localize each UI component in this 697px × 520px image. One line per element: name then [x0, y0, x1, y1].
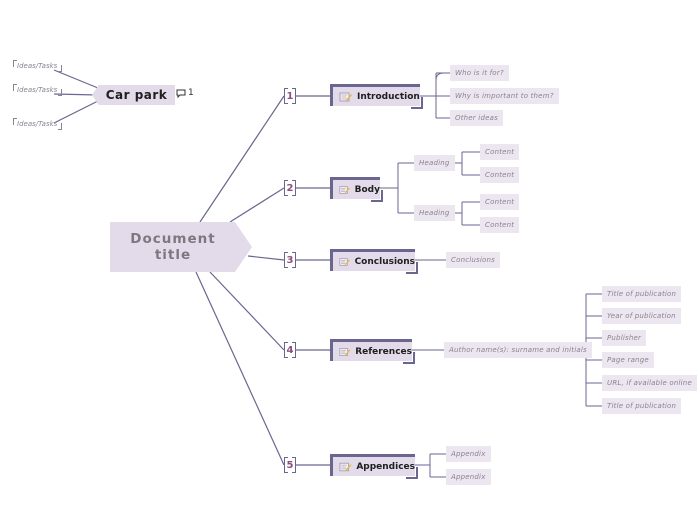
subtopic-label: Title of publication	[607, 290, 677, 298]
subtopic-label: Publisher	[607, 334, 642, 342]
subtopic-label: Conclusions	[451, 256, 495, 264]
topic-number-badge: 1	[284, 88, 296, 104]
subtopic-label: Year of publication	[607, 312, 676, 320]
notes-icon	[339, 347, 351, 356]
root-node[interactable]: Document title	[110, 222, 252, 272]
car-park-tag[interactable]: Ideas/Tasks	[13, 60, 63, 72]
tag-label: Ideas/Tasks	[17, 62, 58, 70]
connector-root-5	[195, 271, 285, 466]
topic-conclusions[interactable]: Conclusions	[330, 249, 418, 274]
subtopic-heading[interactable]: Heading	[414, 155, 455, 171]
subtopic-content[interactable]: Content	[480, 217, 520, 233]
comment-indicator[interactable]: 1	[176, 88, 194, 98]
car-park-node[interactable]: Car park	[92, 85, 175, 105]
subtopic[interactable]: Appendix	[446, 469, 491, 485]
subtopic-label: Appendix	[451, 450, 486, 458]
connector-root-1	[199, 95, 285, 223]
subtopic-label: URL, if available online	[607, 379, 692, 387]
connector-root-3	[247, 255, 285, 261]
subtopic-detail[interactable]: URL, if available online	[602, 375, 697, 391]
subtopic-content[interactable]: Content	[480, 144, 520, 160]
subtopic-label: Heading	[419, 209, 450, 217]
topic-label: Body	[354, 184, 380, 195]
subtopic-label: Heading	[419, 159, 450, 167]
subtopic-heading[interactable]: Heading	[414, 205, 455, 221]
topic-number-badge: 5	[284, 457, 296, 473]
topic-body[interactable]: Body	[330, 177, 383, 202]
topic-number-badge: 4	[284, 342, 296, 358]
subtopic-content[interactable]: Content	[480, 167, 520, 183]
topic-number-badge: 2	[284, 180, 296, 196]
topic-appendices[interactable]: Appendices	[330, 454, 418, 479]
subtopic-detail[interactable]: Title of publication	[602, 398, 682, 414]
subtopic[interactable]: Other ideas	[450, 110, 503, 126]
comment-icon	[176, 89, 186, 98]
topic-label: Introduction	[357, 91, 420, 102]
subtopic-detail[interactable]: Year of publication	[602, 308, 681, 324]
car-park-tag[interactable]: Ideas/Tasks	[13, 84, 63, 96]
subtopic-label: Content	[485, 171, 515, 179]
topic-introduction[interactable]: Introduction	[330, 84, 423, 109]
tag-label: Ideas/Tasks	[17, 86, 58, 94]
notes-icon	[339, 462, 352, 471]
topic-number-badge: 3	[284, 252, 296, 268]
subtopic[interactable]: Who is it for?	[450, 65, 509, 81]
subtopic[interactable]: Why is important to them?	[450, 88, 559, 104]
connector-root-2	[229, 187, 285, 223]
car-park-tag[interactable]: Ideas/Tasks	[13, 118, 63, 130]
subtopic[interactable]: Appendix	[446, 446, 491, 462]
comment-count: 1	[188, 88, 194, 98]
tag-label: Ideas/Tasks	[17, 120, 58, 128]
topic-references[interactable]: References	[330, 339, 415, 364]
topic-label: Appendices	[356, 461, 415, 472]
notes-icon	[339, 92, 352, 101]
subtopic-label: Other ideas	[455, 114, 498, 122]
connector-root-4	[209, 271, 285, 351]
subtopic-detail[interactable]: Title of publication	[602, 286, 682, 302]
topic-label: References	[355, 346, 412, 357]
subtopic-label: Title of publication	[607, 402, 677, 410]
subtopic-content[interactable]: Content	[480, 194, 520, 210]
subtopic-label: Author name(s): surname and initials	[449, 346, 587, 354]
subtopic-detail[interactable]: Publisher	[602, 330, 647, 346]
subtopic-detail[interactable]: Page range	[602, 352, 654, 368]
notes-icon	[339, 185, 350, 194]
subtopic-label: Content	[485, 148, 515, 156]
notes-icon	[339, 257, 350, 266]
subtopic-label: Page range	[607, 356, 649, 364]
subtopic-label: Content	[485, 221, 515, 229]
subtopic-label: Why is important to them?	[455, 92, 554, 100]
subtopic-label: Appendix	[451, 473, 486, 481]
car-park-label: Car park	[105, 88, 168, 102]
topic-label: Conclusions	[354, 256, 415, 267]
subtopic-author[interactable]: Author name(s): surname and initials	[444, 342, 592, 358]
subtopic-label: Content	[485, 198, 515, 206]
subtopic-label: Who is it for?	[455, 69, 504, 77]
subtopic[interactable]: Conclusions	[446, 252, 500, 268]
root-title: Document title	[130, 231, 216, 263]
